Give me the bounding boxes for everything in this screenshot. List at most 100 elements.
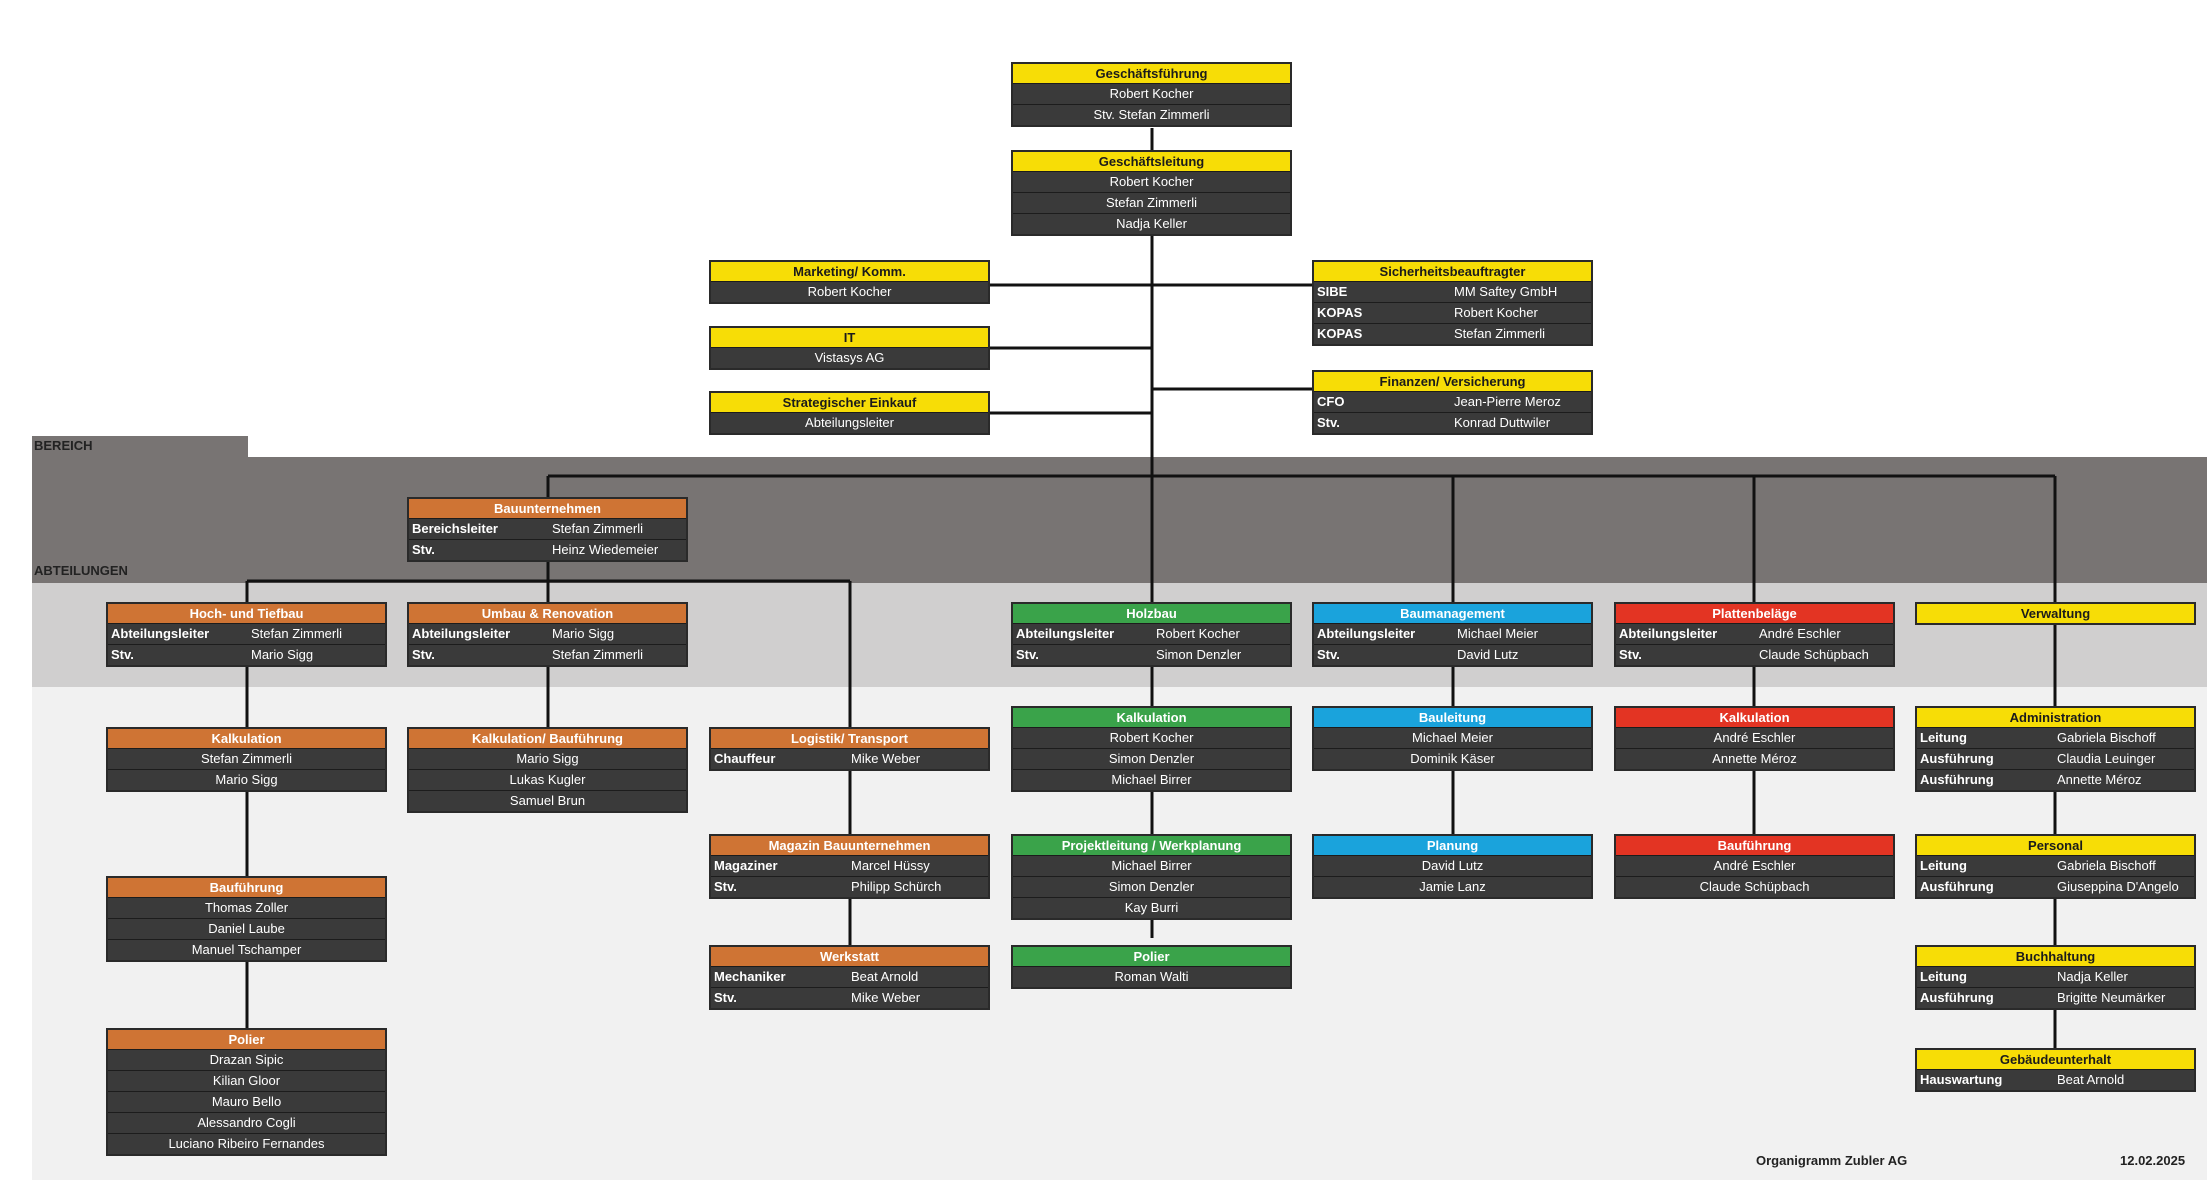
footer-date: 12.02.2025 xyxy=(2120,1153,2186,1168)
row-person: Robert Kocher xyxy=(1109,174,1194,189)
org-box-row: Simon Denzler xyxy=(1013,748,1290,769)
org-box-title: Kalkulation xyxy=(1616,708,1893,727)
row-person: Simon Denzler xyxy=(1156,647,1242,662)
org-box-title: Baumanagement xyxy=(1314,604,1591,623)
org-box-title: Hoch- und Tiefbau xyxy=(108,604,385,623)
row-role: Stv. xyxy=(1317,415,1340,430)
org-box-title: Finanzen/ Versicherung xyxy=(1314,372,1591,391)
row-person: Mario Sigg xyxy=(215,772,278,787)
org-box-row: Lukas Kugler xyxy=(409,769,686,790)
row-role: Abteilungsleiter xyxy=(1016,626,1115,641)
org-box-title: Planung xyxy=(1314,836,1591,855)
row-person: Jean-Pierre Meroz xyxy=(1454,394,1561,409)
row-role: Stv. xyxy=(1619,647,1642,662)
row-person: Mario Sigg xyxy=(552,626,615,641)
row-role: Magaziner xyxy=(714,858,778,873)
org-box-title: Administration xyxy=(1917,708,2194,727)
row-person: Robert Kocher xyxy=(807,284,892,299)
row-person: Jamie Lanz xyxy=(1419,879,1486,894)
row-person: Nadja Keller xyxy=(2057,969,2128,984)
row-role: Stv. xyxy=(111,647,134,662)
row-person: Gabriela Bischoff xyxy=(2057,858,2156,873)
org-box-title: Bauführung xyxy=(108,878,385,897)
org-box-row: Stv. Stefan Zimmerli xyxy=(1013,104,1290,125)
row-person: Mauro Bello xyxy=(211,1094,282,1109)
row-person: Abteilungsleiter xyxy=(805,415,894,430)
org-box-title: IT xyxy=(711,328,988,347)
row-person: Mike Weber xyxy=(851,990,921,1005)
row-person: Daniel Laube xyxy=(208,921,285,936)
row-person: Gabriela Bischoff xyxy=(2057,730,2156,745)
row-person: Mario Sigg xyxy=(516,751,579,766)
row-person: Robert Kocher xyxy=(1454,305,1538,320)
row-person: Nadja Keller xyxy=(1116,216,1187,231)
row-role: Stv. xyxy=(412,542,435,557)
row-person: Beat Arnold xyxy=(851,969,919,984)
row-person: Stefan Zimmerli xyxy=(251,626,343,641)
row-role: Stv. xyxy=(412,647,435,662)
row-person: Simon Denzler xyxy=(1108,751,1195,766)
org-box-row: Michael Birrer xyxy=(1013,769,1290,790)
band-bereich xyxy=(32,457,2207,583)
org-box-row: André Eschler xyxy=(1616,855,1893,876)
org-box-row: Simon Denzler xyxy=(1013,876,1290,897)
org-box-row: Stv.David Lutz xyxy=(1314,644,1591,665)
row-person: Annette Méroz xyxy=(1712,751,1797,766)
org-box-row: Vistasys AG xyxy=(711,347,988,368)
row-person: Stefan Zimmerli xyxy=(1454,326,1546,341)
org-box-row: Mario Sigg xyxy=(409,748,686,769)
row-role: CFO xyxy=(1317,394,1345,409)
org-box-row: Annette Méroz xyxy=(1616,748,1893,769)
org-box-row: Mauro Bello xyxy=(108,1091,385,1112)
row-person: Michael Meier xyxy=(1412,730,1493,745)
org-box-row: Mario Sigg xyxy=(108,769,385,790)
row-role: Leitung xyxy=(1920,730,1967,745)
org-box-row: Luciano Ribeiro Fernandes xyxy=(108,1133,385,1154)
row-person: Michael Meier xyxy=(1457,626,1538,641)
org-box-title: Werkstatt xyxy=(711,947,988,966)
band-bereich-tab xyxy=(32,436,248,460)
org-box-row: Robert Kocher xyxy=(711,281,988,302)
row-person: Robert Kocher xyxy=(1156,626,1240,641)
row-role: Abteilungsleiter xyxy=(1619,626,1718,641)
row-person: Brigitte Neumärker xyxy=(2057,990,2166,1005)
org-box-title: Sicherheitsbeauftragter xyxy=(1314,262,1591,281)
org-box-row: CFO Jean-Pierre Meroz xyxy=(1314,391,1591,412)
row-person: Kilian Gloor xyxy=(212,1073,281,1088)
org-box-row: Stefan Zimmerli xyxy=(108,748,385,769)
org-box-row: Samuel Brun xyxy=(409,790,686,811)
org-box-row: Leitung Gabriela Bischoff xyxy=(1917,727,2194,748)
row-person: Michael Birrer xyxy=(1111,772,1192,787)
row-person: Annette Méroz xyxy=(2057,772,2142,787)
row-person: Beat Arnold xyxy=(2057,1072,2125,1087)
org-box-row: Abteilungsleiter xyxy=(711,412,988,433)
org-box-row: Michael Birrer xyxy=(1013,855,1290,876)
org-box-title: Geschäftsführung xyxy=(1013,64,1290,83)
row-person: Konrad Duttwiler xyxy=(1454,415,1551,430)
row-person: Alessandro Cogli xyxy=(197,1115,296,1130)
row-role: Stv. xyxy=(714,879,737,894)
row-person: Claude Schüpbach xyxy=(1699,879,1810,894)
row-role: Bereichsleiter xyxy=(412,521,498,536)
row-person: Samuel Brun xyxy=(509,793,586,808)
